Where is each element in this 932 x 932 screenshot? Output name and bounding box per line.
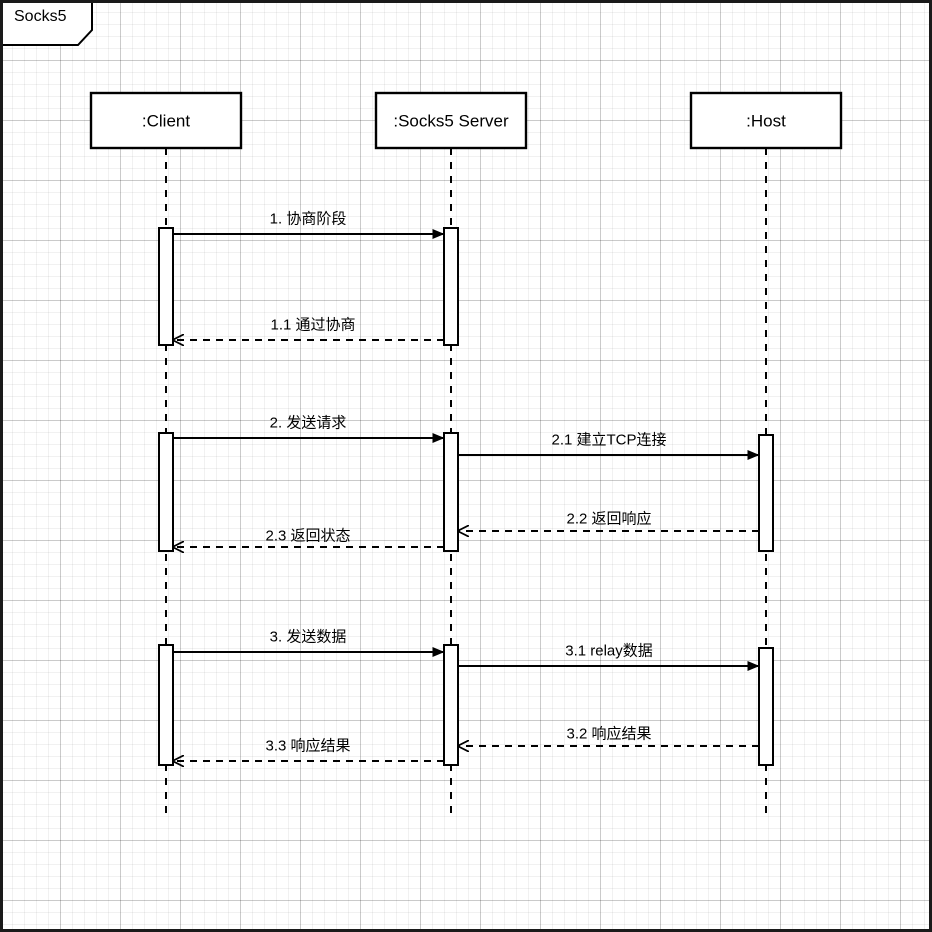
activation-bar-server-1[interactable] bbox=[443, 227, 459, 346]
message-label-3_3: 3.3 响应结果 bbox=[265, 737, 351, 755]
activation-bar-server-3[interactable] bbox=[443, 432, 459, 552]
message-label-2_2: 2.2 返回响应 bbox=[566, 510, 652, 528]
message-label-2_1: 2.1 建立TCP连接 bbox=[551, 431, 667, 449]
activation-bar-client-2[interactable] bbox=[158, 432, 174, 552]
activation-bar-host-7[interactable] bbox=[758, 647, 774, 766]
message-arrows-group bbox=[173, 229, 760, 761]
activation-bars-group bbox=[158, 227, 774, 766]
message-label-2_: 2. 发送请求 bbox=[269, 414, 347, 432]
message-label-1_1: 1.1 通过协商 bbox=[270, 316, 356, 334]
message-label-3_2: 3.2 响应结果 bbox=[566, 725, 652, 743]
message-label-1_: 1. 协商阶段 bbox=[269, 210, 347, 228]
lifeline-label-client: :Client bbox=[141, 111, 191, 130]
message-label-2_3: 2.3 返回状态 bbox=[265, 527, 351, 545]
lifeline-head-host[interactable] bbox=[689, 91, 843, 150]
activation-bar-client-5[interactable] bbox=[158, 644, 174, 766]
lifeline-head-client[interactable] bbox=[89, 91, 243, 150]
message-label-3_: 3. 发送数据 bbox=[269, 628, 347, 646]
activation-bar-client-0[interactable] bbox=[158, 227, 174, 346]
frame-label-text: Socks5 bbox=[14, 8, 67, 25]
message-label-3_1: 3.1 relay数据 bbox=[565, 642, 653, 660]
lifeline-head-boxes-group bbox=[89, 91, 843, 150]
lifeline-label-server: :Socks5 Server bbox=[393, 111, 509, 130]
activation-bar-server-6[interactable] bbox=[443, 644, 459, 766]
lifeline-head-server[interactable] bbox=[374, 91, 528, 150]
activation-bar-host-4[interactable] bbox=[758, 434, 774, 552]
lifeline-label-host: :Host bbox=[746, 111, 786, 130]
